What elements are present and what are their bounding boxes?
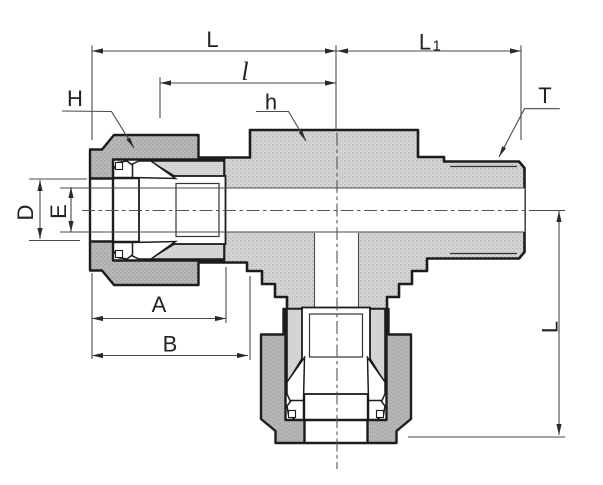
svg-text:h: h [265, 90, 277, 115]
svg-text:L: L [206, 27, 218, 52]
svg-text:B: B [163, 332, 178, 357]
svg-text:L: L [538, 321, 563, 333]
svg-text:T: T [538, 83, 551, 108]
svg-text:H: H [67, 86, 83, 111]
svg-text:L: L [419, 30, 431, 55]
svg-text:1: 1 [433, 38, 441, 55]
svg-text:E: E [46, 204, 71, 219]
svg-text:D: D [13, 205, 38, 221]
svg-text:l: l [241, 57, 248, 86]
svg-text:A: A [152, 292, 167, 317]
